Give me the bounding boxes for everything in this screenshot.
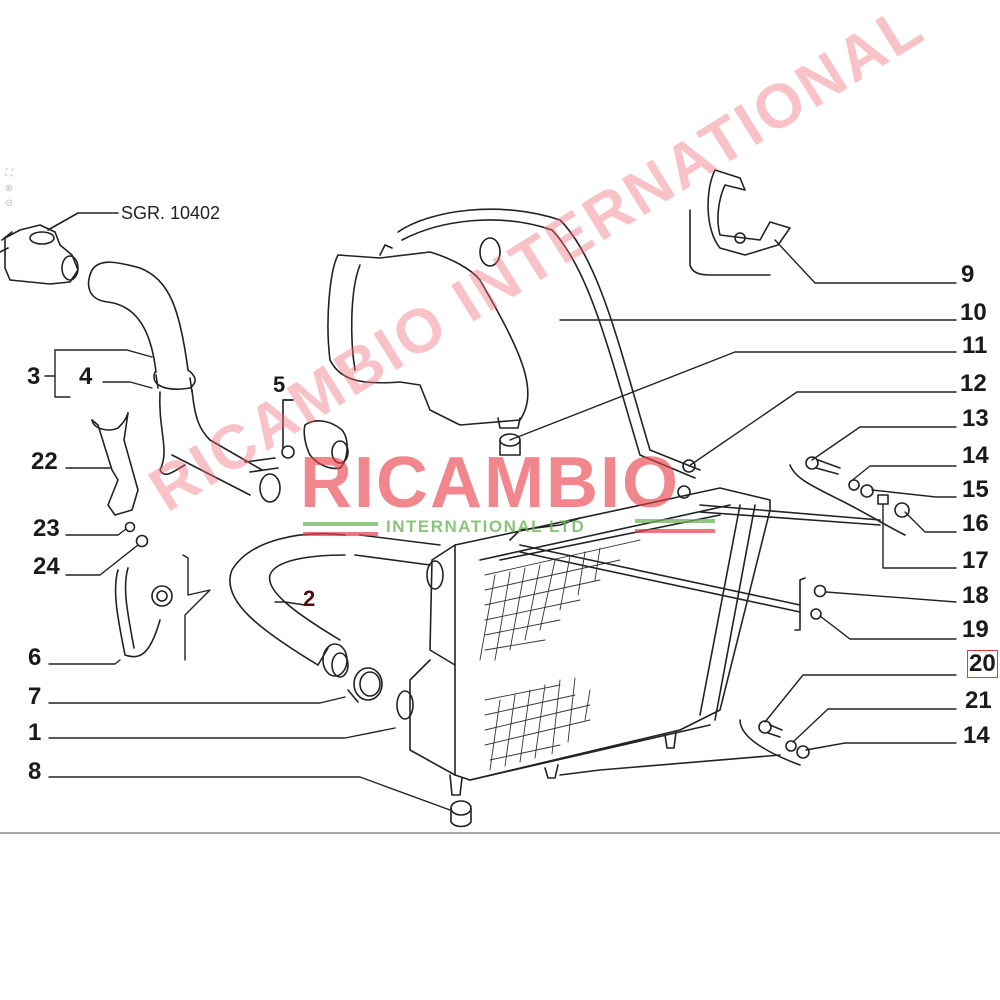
callout-9[interactable]: 9	[961, 261, 975, 288]
hose-bracket-part	[91, 412, 139, 516]
callout-2[interactable]: 2	[303, 586, 316, 611]
callout-12[interactable]: 12	[960, 370, 987, 397]
fastener-set-upper	[789, 456, 910, 536]
zoom-in-icon[interactable]: ⊕	[4, 183, 14, 194]
callout-22[interactable]: 22	[31, 448, 58, 475]
watermark-sub: INTERNATIONAL LTD	[386, 517, 586, 536]
clamp-part	[347, 667, 383, 703]
callout-23[interactable]: 23	[33, 515, 60, 542]
fastener-set-lower	[559, 719, 810, 776]
fit-icon[interactable]: ⛶	[5, 168, 13, 179]
callout-18[interactable]: 18	[962, 582, 989, 609]
expansion-tank-part	[327, 237, 529, 456]
rubber-grommet-part	[450, 800, 472, 828]
fastener-set-middle	[794, 577, 827, 631]
watermark-stripe-red-left	[303, 532, 378, 536]
watermark-main: RICAMBIO	[300, 443, 680, 523]
upper-hose-part	[87, 261, 281, 503]
callout-13[interactable]: 13	[962, 405, 989, 432]
callout-7[interactable]: 7	[28, 683, 42, 710]
callout-14-lower[interactable]: 14	[963, 722, 990, 749]
thermostat-housing-part	[0, 212, 119, 285]
callout-14-upper[interactable]: 14	[962, 442, 989, 469]
leader-lines-right	[509, 239, 957, 751]
radiator-part	[396, 487, 881, 796]
callout-3[interactable]: 3	[27, 363, 41, 390]
callout-10[interactable]: 10	[960, 299, 987, 326]
tank-bracket-part	[689, 169, 791, 276]
zoom-out-icon[interactable]: ⊖	[4, 198, 14, 209]
callout-5[interactable]: 5	[273, 372, 286, 397]
watermark-stripe-green-right	[635, 519, 715, 523]
nut-part	[135, 534, 149, 548]
watermark-stripe-green-left	[303, 522, 378, 526]
leader-lines-left	[44, 349, 451, 811]
callout-17[interactable]: 17	[962, 547, 989, 574]
washer-part	[124, 521, 136, 533]
callout-21[interactable]: 21	[965, 687, 992, 714]
reference-label: SGR. 10402	[121, 203, 221, 223]
callout-24[interactable]: 24	[33, 553, 60, 580]
nut-part	[677, 485, 691, 499]
hose-clamp-part	[114, 567, 173, 658]
callout-15[interactable]: 15	[962, 476, 989, 503]
watermark-stripe-red-right	[635, 529, 715, 533]
callout-19[interactable]: 19	[962, 616, 989, 643]
callout-6[interactable]: 6	[28, 644, 42, 671]
callout-16[interactable]: 16	[962, 510, 989, 537]
callout-4[interactable]: 4	[79, 363, 93, 390]
overflow-pipe-part	[397, 208, 701, 479]
callout-20-highlighted[interactable]: 20	[967, 650, 998, 678]
nut-part	[682, 459, 696, 473]
viewer-toolbar: ⛶ ⊕ ⊖	[3, 168, 17, 213]
callout-11[interactable]: 11	[962, 332, 988, 359]
callout-8[interactable]: 8	[28, 758, 42, 785]
callout-1[interactable]: 1	[28, 719, 42, 746]
lower-hose-part	[229, 532, 441, 678]
